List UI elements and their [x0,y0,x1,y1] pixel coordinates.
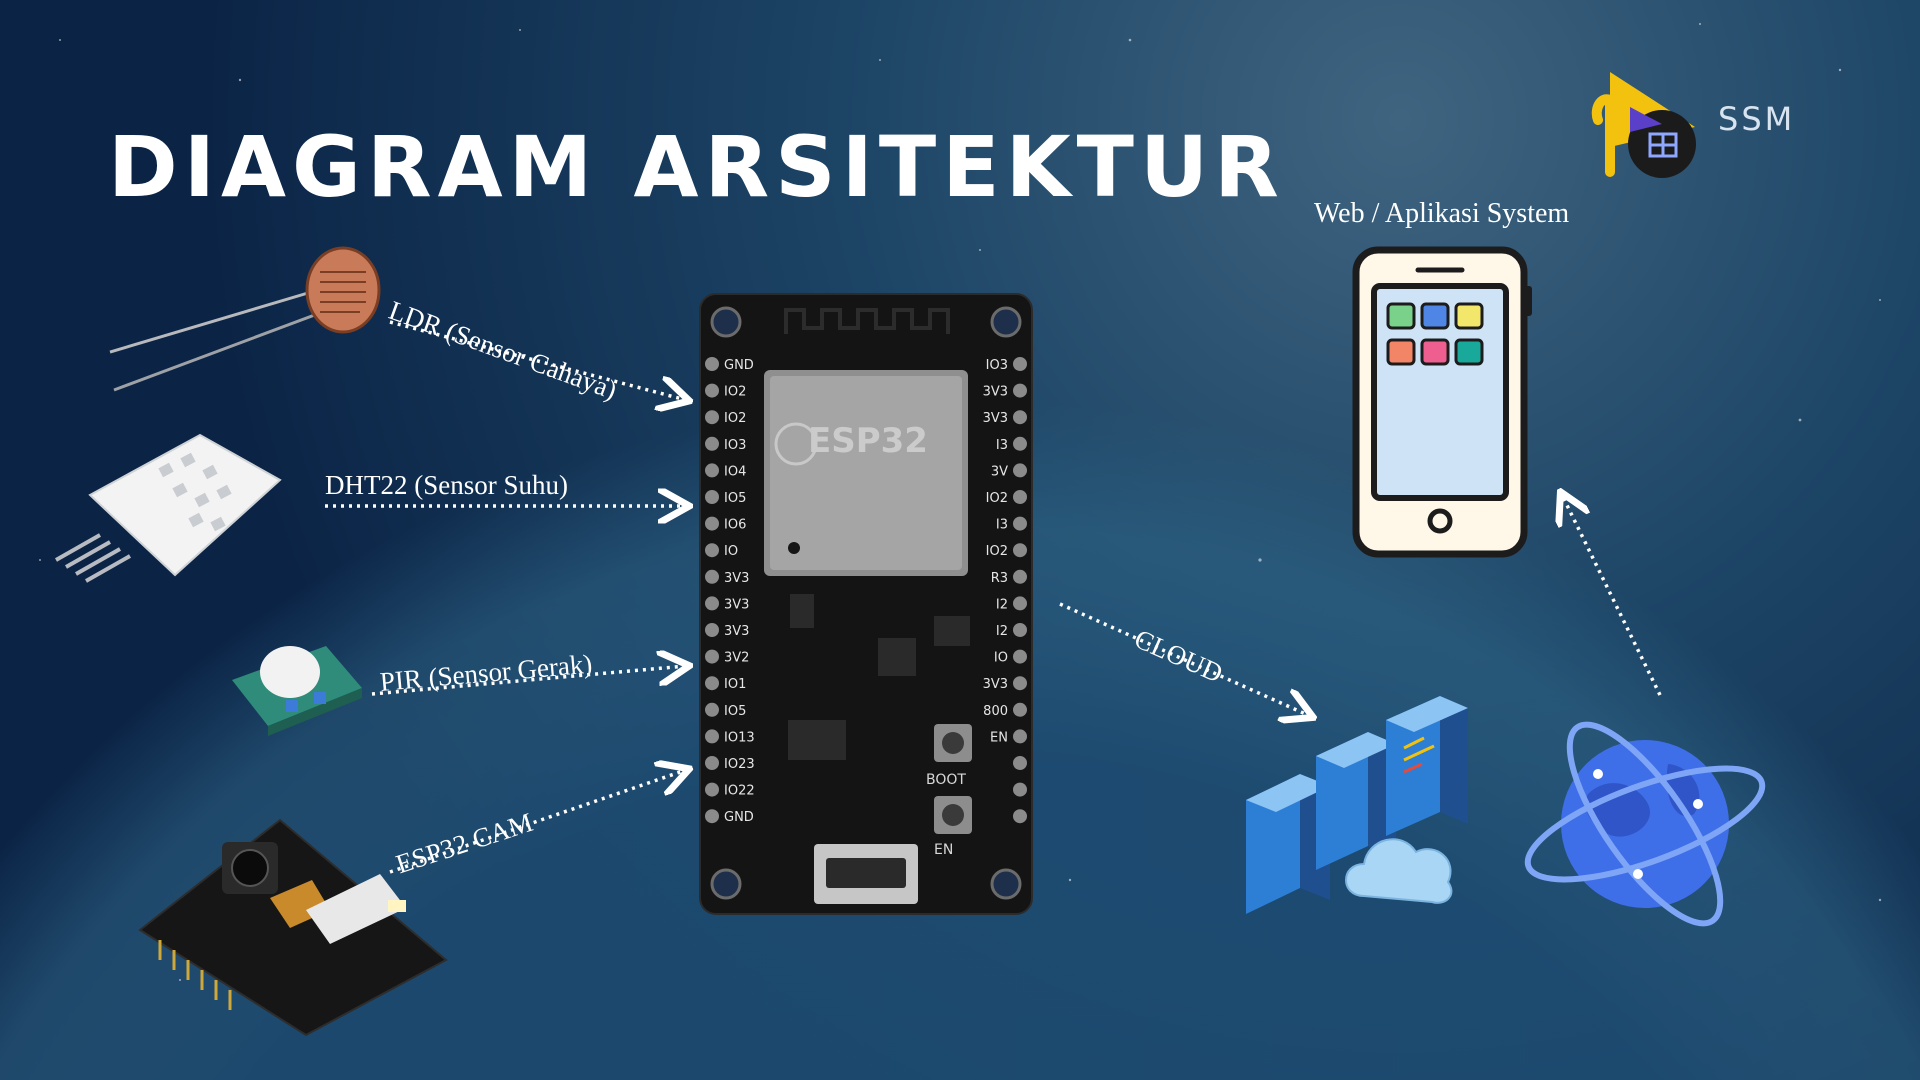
right-pin-label: EN [990,730,1008,745]
left-pin [705,782,719,797]
left-pin-label: IO2 [724,411,746,426]
web-arrow [1562,495,1662,696]
left-pin-label: IO6 [724,518,746,533]
right-pin-label: I3 [996,518,1008,533]
left-pin [705,463,719,478]
right-pin-label: 3V3 [983,677,1008,692]
left-pin-label: IO5 [724,704,746,719]
left-pin-label: IO23 [724,757,755,772]
left-pin-label: 3V2 [724,651,749,666]
ssm-logo [1591,72,1696,178]
smartphone-icon [1352,246,1532,558]
right-pin [1013,569,1027,584]
left-pin-label: 3V3 [724,571,749,586]
dht22-sensor-icon [55,433,282,583]
left-pin [705,490,719,504]
left-pin-label: IO5 [724,491,746,506]
right-pin [1013,702,1027,717]
left-pin [705,516,719,531]
esp32-cam-icon [138,818,448,1037]
left-pin [705,596,719,611]
left-pin-label: IO4 [724,464,746,479]
left-pin [705,676,719,691]
right-pin [1013,756,1027,770]
ldr-arrow [389,320,686,400]
right-pin [1013,596,1027,611]
ldr-sensor-icon [109,246,381,392]
right-pin [1013,490,1027,504]
cloud-arrow [1059,602,1310,716]
left-pin-label: GND [724,810,754,825]
right-pin-label: 3V3 [983,411,1008,426]
left-pin-label: GND [724,358,754,373]
left-pin [705,569,719,584]
right-pin [1013,383,1027,398]
right-pin [1013,463,1027,478]
left-pin-label: 3V3 [724,624,749,639]
cloud-server-icon [1246,696,1468,914]
right-pin [1013,357,1027,371]
left-pin [705,702,719,717]
right-pin-label: 3V3 [983,385,1008,400]
left-pin [705,756,719,770]
left-pin [705,809,719,824]
dht22-label: DHT22 (Sensor Suhu) [325,470,568,500]
left-pin [705,543,719,558]
right-pin [1013,649,1027,664]
right-pin [1013,436,1027,451]
left-pin-label: IO3 [724,438,746,453]
left-pin-label: IO22 [724,784,755,799]
right-pin [1013,623,1027,637]
esp32-cam-arrow [389,770,686,874]
right-pin [1013,516,1027,531]
page-title: DIAGRAM ARSITEKTUR [108,118,1285,216]
right-pin-label: I3 [996,438,1008,453]
web-app-title: Web / Aplikasi System [1314,198,1570,229]
left-pin-label: IO1 [724,677,746,692]
left-pin [705,729,719,744]
left-pin-label: IO13 [724,730,755,745]
right-pin-label: IO3 [986,358,1008,373]
pir-sensor-icon [232,646,362,736]
right-pin-label: R3 [991,571,1008,586]
boot-label: BOOT [926,772,966,788]
chip-label: ESP32 [808,421,928,461]
pir-arrow [371,666,686,696]
left-pin [705,383,719,398]
left-pin [705,649,719,664]
right-pin-label: IO [994,651,1008,666]
right-pin [1013,782,1027,797]
left-pin-label: IO2 [724,385,746,400]
left-pin [705,410,719,425]
right-pin-label: IO2 [986,491,1008,506]
right-pin [1013,676,1027,691]
right-pin [1013,410,1027,425]
globe-icon [1524,721,1766,927]
right-pin [1013,543,1027,558]
en-label: EN [934,842,953,858]
cloud-icon [1345,838,1453,904]
right-pin-label: IO2 [986,544,1008,559]
left-pin [705,623,719,637]
esp32-board: GNDIO2IO2IO3IO4IO5IO6IO3V33V33V33V2IO1IO… [699,293,1033,915]
left-pin-label: IO [724,544,738,559]
left-pin-label: 3V3 [724,597,749,612]
right-pin-label: I2 [996,597,1008,612]
brand-name: SSM [1718,100,1796,138]
right-pin-label: I2 [996,624,1008,639]
left-pin [705,436,719,451]
right-pin [1013,729,1027,744]
right-pin [1013,809,1027,824]
left-pin [705,357,719,371]
right-pin-label: 800 [983,704,1008,719]
server-rack-icon [1246,696,1468,914]
right-pin-label: 3V [991,464,1008,479]
